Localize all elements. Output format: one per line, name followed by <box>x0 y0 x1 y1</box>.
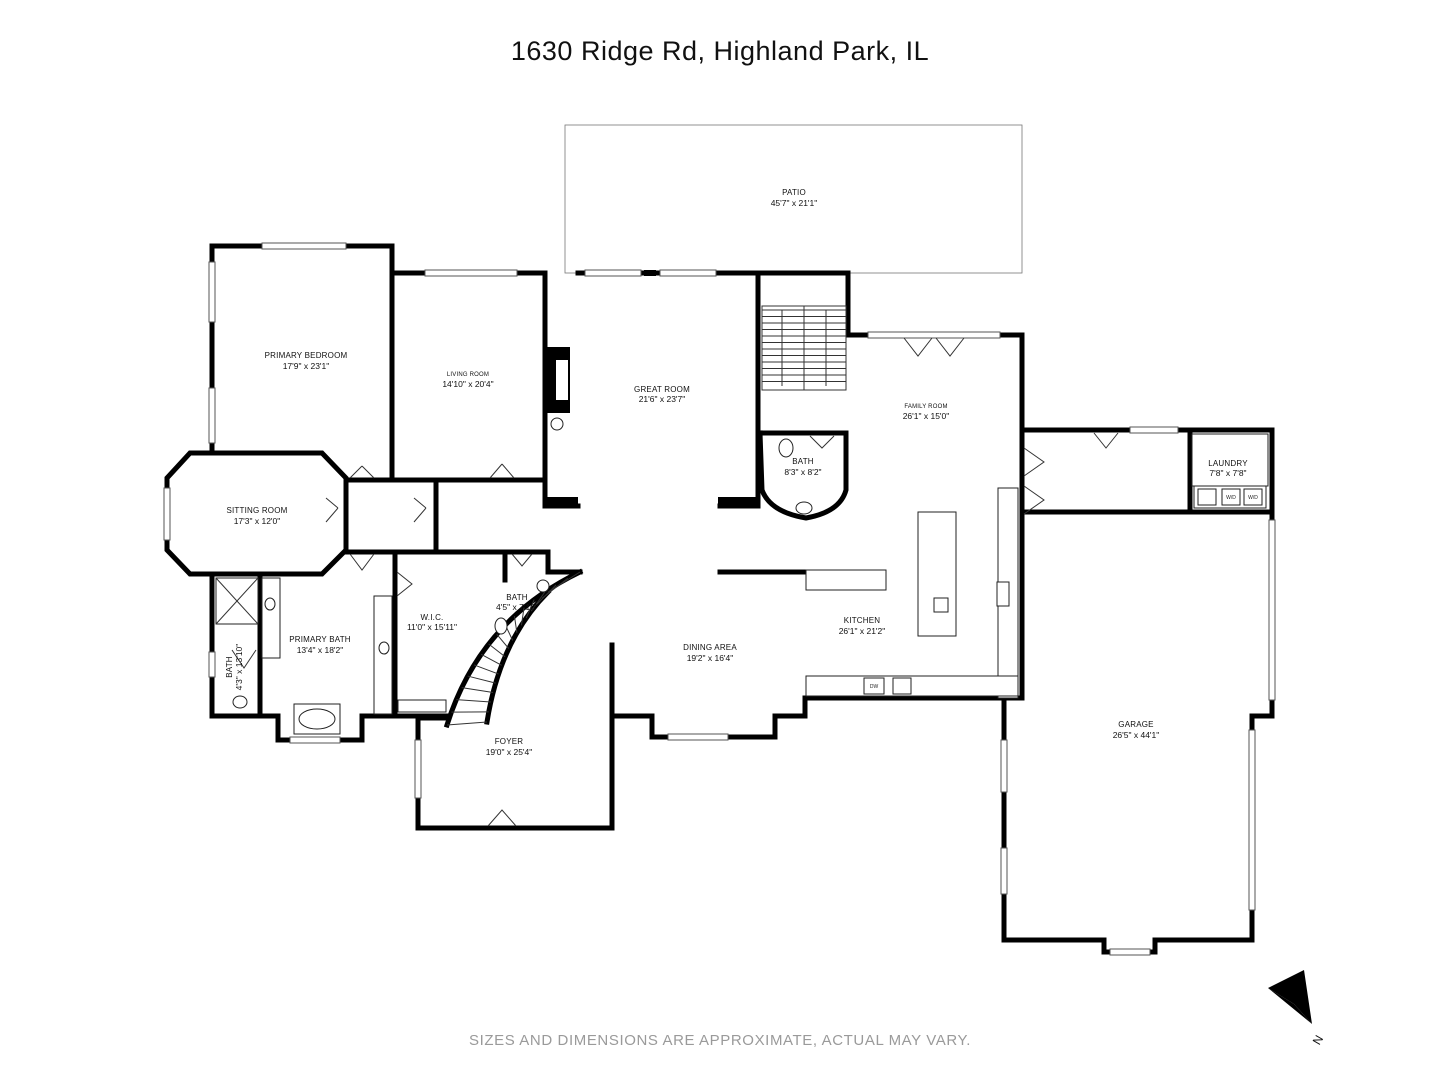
curved-stair-tread <box>536 584 557 605</box>
wall-kitchen-bottom <box>609 642 1025 740</box>
svg-text:PRIMARY BATH: PRIMARY BATH <box>289 635 351 644</box>
room-sitting-room: SITTING ROOM 17'3" x 12'0" <box>226 506 287 526</box>
svg-text:11'0" x 15'11": 11'0" x 15'11" <box>407 622 457 632</box>
curved-stair-tread <box>461 687 494 693</box>
svg-text:19'0" x 25'4": 19'0" x 25'4" <box>486 747 533 757</box>
svg-text:4'5" x 7'10": 4'5" x 7'10" <box>496 602 538 612</box>
curved-stair-tread <box>473 664 499 675</box>
doors <box>231 337 1119 827</box>
curved-stair-tread <box>547 571 581 593</box>
svg-text:7'8" x 7'8": 7'8" x 7'8" <box>1209 468 1246 478</box>
room-family-room: FAMILY ROOM 26'1" x 15'0" <box>903 404 950 421</box>
plan-title: 1630 Ridge Rd, Highland Park, IL <box>510 36 930 66</box>
room-wic: W.I.C. 11'0" x 15'11" <box>407 613 457 632</box>
svg-text:26'1" x 15'0": 26'1" x 15'0" <box>903 411 950 421</box>
room-dining-area: DINING AREA 19'2" x 16'4" <box>683 643 737 663</box>
svg-text:KITCHEN: KITCHEN <box>844 616 881 625</box>
svg-text:21'6" x 23'7": 21'6" x 23'7" <box>639 394 686 404</box>
room-great-room: GREAT ROOM 21'6" x 23'7" <box>634 385 690 404</box>
svg-text:17'3" x 12'0": 17'3" x 12'0" <box>234 516 281 526</box>
fireplace-inner <box>556 360 568 400</box>
room-bath-3: BATH 4'3" x 13'10" <box>225 644 244 691</box>
windows <box>163 242 1276 956</box>
room-laundry: LAUNDRY 7'8" x 7'8" <box>1208 459 1248 478</box>
svg-text:4'3" x 13'10": 4'3" x 13'10" <box>234 644 244 691</box>
washer-label: W/D <box>1226 495 1236 501</box>
wall-block-patio-door <box>644 270 656 276</box>
dryer-label: W/D <box>1248 495 1258 501</box>
svg-text:17'9" x 23'1": 17'9" x 23'1" <box>283 361 330 371</box>
svg-text:FAMILY ROOM: FAMILY ROOM <box>904 404 947 410</box>
room-patio: PATIO 45'7" x 21'1" <box>771 188 818 208</box>
room-bath-1: BATH 8'3" x 8'2" <box>784 457 821 477</box>
curved-stair-tread <box>530 591 546 612</box>
svg-text:45'7" x 21'1": 45'7" x 21'1" <box>771 198 818 208</box>
curved-stair-tread <box>525 599 535 619</box>
svg-text:W.I.C.: W.I.C. <box>421 613 444 622</box>
room-primary-bedroom: PRIMARY BEDROOM 17'9" x 23'1" <box>265 351 348 371</box>
svg-text:GARAGE: GARAGE <box>1118 720 1153 729</box>
curved-stair-tread <box>496 633 510 649</box>
svg-text:14'10" x 20'4": 14'10" x 20'4" <box>442 379 493 389</box>
curved-stair-tread <box>513 615 518 633</box>
wall-block-great-left <box>545 497 578 508</box>
room-kitchen: KITCHEN 26'1" x 21'2" <box>839 616 886 636</box>
curved-stair-tread <box>480 653 502 666</box>
wall-primary-bath <box>209 549 398 743</box>
room-primary-bath: PRIMARY BATH 13'4" x 18'2" <box>289 635 351 655</box>
wall-wic <box>392 549 508 583</box>
room-foyer: FOYER 19'0" x 25'4" <box>486 737 533 757</box>
svg-text:PATIO: PATIO <box>782 188 806 197</box>
room-bath-2: BATH 4'5" x 7'10" <box>496 593 538 612</box>
svg-text:LIVING ROOM: LIVING ROOM <box>447 372 489 378</box>
wall-bath1 <box>757 430 849 521</box>
curved-stair-tread <box>520 607 525 626</box>
compass-arrow-icon <box>1268 970 1312 1024</box>
svg-text:FOYER: FOYER <box>495 737 524 746</box>
curved-stair-tread <box>467 675 496 684</box>
svg-text:26'5" x 44'1": 26'5" x 44'1" <box>1113 730 1160 740</box>
svg-text:SITTING ROOM: SITTING ROOM <box>226 506 287 515</box>
svg-text:PRIMARY BEDROOM: PRIMARY BEDROOM <box>265 351 348 360</box>
svg-text:GREAT ROOM: GREAT ROOM <box>634 385 690 394</box>
curved-stair-treads <box>446 571 581 726</box>
wall-block-great-right <box>718 497 758 508</box>
disclaimer-text: SIZES AND DIMENSIONS ARE APPROXIMATE, AC… <box>469 1032 971 1049</box>
svg-text:DINING AREA: DINING AREA <box>683 643 737 652</box>
wall-sitting-room <box>164 450 349 577</box>
curved-stair-tread <box>446 721 488 726</box>
wall-bath2 <box>502 549 583 575</box>
svg-text:8'3" x 8'2": 8'3" x 8'2" <box>784 467 821 477</box>
svg-text:LAUNDRY: LAUNDRY <box>1208 459 1248 468</box>
fixtures <box>215 417 1269 735</box>
svg-text:13'4" x 18'2": 13'4" x 18'2" <box>297 645 344 655</box>
svg-text:BATH: BATH <box>792 457 814 466</box>
curved-stair-tread <box>488 643 506 658</box>
svg-text:26'1" x 21'2": 26'1" x 21'2" <box>839 626 886 636</box>
straight-stairs <box>761 305 847 391</box>
svg-text:BATH: BATH <box>506 593 528 602</box>
curved-stair-tread <box>456 699 491 703</box>
svg-text:BATH: BATH <box>225 656 234 678</box>
room-living-room: LIVING ROOM 14'10" x 20'4" <box>442 372 493 389</box>
room-garage: GARAGE 26'5" x 44'1" <box>1113 720 1160 740</box>
dishwasher-label: DW <box>870 684 879 690</box>
svg-text:19'2" x 16'4": 19'2" x 16'4" <box>687 653 734 663</box>
